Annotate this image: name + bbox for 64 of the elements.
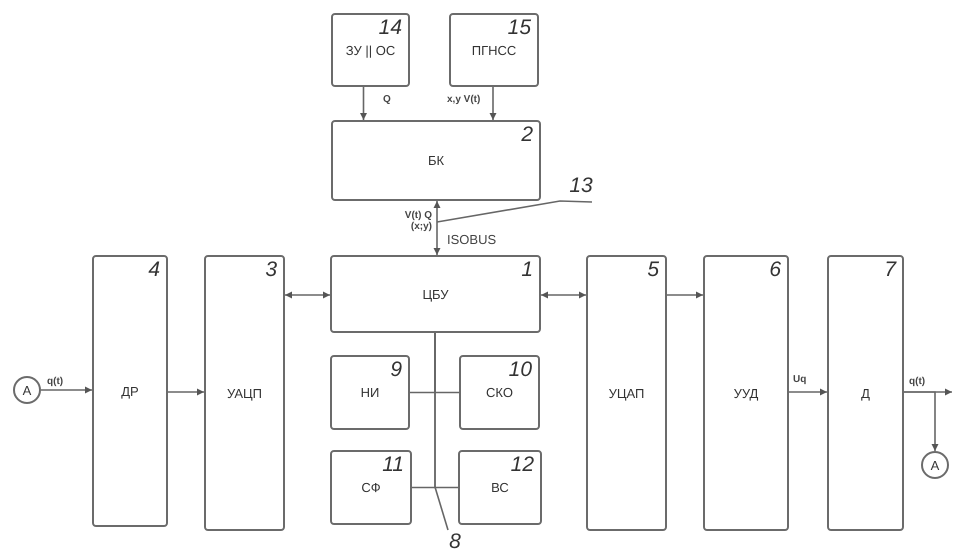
arrow [434, 201, 440, 255]
leader-line [434, 486, 449, 530]
block-box [703, 255, 789, 531]
block-number: 4 [148, 258, 160, 282]
block-box [331, 120, 541, 201]
block-number: 11 [382, 453, 404, 477]
block-label: ДР [121, 384, 139, 398]
block-box [459, 355, 540, 430]
block-label: УЦАП [608, 386, 644, 400]
block-box [458, 450, 542, 525]
block-label: БК [428, 153, 444, 168]
block-number: 2 [521, 123, 533, 147]
block-number: 5 [647, 258, 659, 282]
arrow [490, 87, 496, 120]
block-label: A [930, 458, 940, 472]
block-number: 9 [390, 358, 402, 382]
arrow [789, 388, 827, 396]
bus-label: ISOBUS [447, 232, 496, 247]
block-box [330, 255, 541, 333]
block-number: 10 [508, 358, 532, 382]
block-box [449, 13, 539, 87]
connector-line [434, 333, 458, 488]
leader-line [436, 200, 592, 223]
callout-text: 8 [449, 530, 461, 554]
block-label: A [22, 382, 32, 398]
callout-text: 13 [569, 174, 593, 198]
block-label: ЗУ || ОС [346, 42, 396, 58]
block-label: УАЦП [226, 386, 262, 400]
arrow [360, 87, 367, 120]
edge-label: q(t) [909, 376, 926, 387]
edge-label: x,y V(t) [447, 94, 480, 105]
block-number: 3 [265, 258, 277, 282]
block-label: УУД [734, 386, 758, 400]
block-box [330, 355, 410, 430]
edge-label: q(t) [47, 376, 64, 387]
block-box [330, 450, 412, 525]
arrow [168, 388, 204, 396]
arrow [541, 292, 586, 298]
block-box [586, 255, 667, 531]
connector-circle [921, 451, 949, 479]
block-number: 7 [884, 258, 896, 282]
block-label: ЦБУ [422, 286, 449, 302]
block-number: 14 [378, 16, 402, 40]
block-label: ВС [491, 480, 509, 495]
edge-label: Uq [793, 374, 806, 385]
block-box [827, 255, 904, 531]
block-box [331, 13, 410, 87]
arrow [667, 292, 703, 298]
block-label: НИ [360, 385, 380, 400]
block-number: 12 [510, 453, 534, 477]
block-label: СФ [361, 480, 381, 495]
block-number: 6 [769, 258, 781, 282]
block-label: СКО [486, 385, 513, 400]
arrow [41, 386, 92, 394]
edge-label: Q [383, 94, 391, 105]
arrow [285, 292, 330, 298]
block-box [204, 255, 285, 531]
block-label: ПГНСС [472, 42, 516, 58]
arrow [904, 391, 938, 451]
block-label: Д [861, 386, 870, 400]
block-number: 1 [521, 258, 533, 282]
block-box [92, 255, 168, 527]
block-number: 15 [508, 16, 531, 40]
connector-circle [13, 376, 41, 404]
